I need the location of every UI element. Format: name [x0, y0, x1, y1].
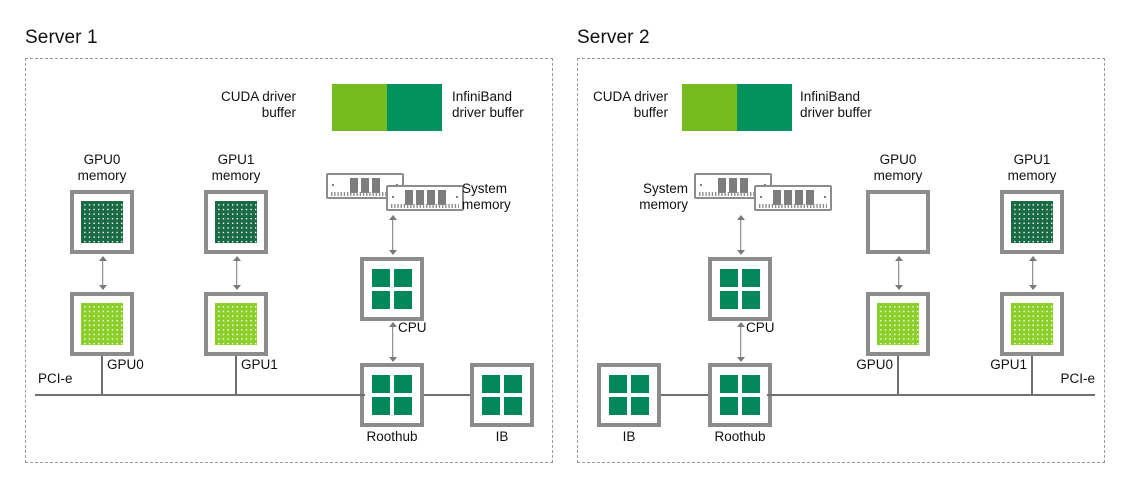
ram-stick-front-s2	[754, 185, 832, 211]
ib-chip-s2	[597, 363, 661, 427]
cpu-die-s2	[720, 269, 760, 309]
cuda-driver-buffer-block-s1	[332, 84, 387, 131]
server-2-title: Server 2	[577, 27, 650, 48]
infiniband-driver-buffer-block-s2	[737, 84, 792, 131]
ib-die-s1	[482, 375, 522, 415]
gpu0-memory-chip-s1	[70, 190, 134, 254]
roothub-chip-s1	[360, 363, 424, 427]
cuda-driver-buffer-block-s2	[682, 84, 737, 131]
gpu0-die-s1	[81, 303, 123, 345]
cpu-chip-s2	[708, 257, 772, 321]
gpu1-memory-link-arrow-s1	[231, 256, 242, 290]
gpu1-pcie-drop-s2	[1031, 356, 1033, 395]
roothub-die-s2	[720, 375, 760, 415]
roothub-die-s1	[372, 375, 412, 415]
gpu0-memory-die-s2	[877, 201, 919, 243]
gpu0-label-s1: GPU0	[107, 357, 144, 372]
cuda-driver-buffer-label-s1: CUDA driver buffer	[220, 89, 296, 120]
system-memory-cpu-arrow-s1	[387, 215, 398, 255]
infiniband-driver-buffer-block-s1	[387, 84, 442, 131]
cpu-chip-s1	[360, 257, 424, 321]
gpu1-memory-chip-s2	[1000, 190, 1064, 254]
roothub-ib-link-s1	[424, 394, 470, 396]
gpu0-chip-s2	[866, 292, 930, 356]
cpu-roothub-arrow-s1	[387, 322, 398, 362]
gpu1-memory-label-s2: GPU1 memory	[1007, 152, 1057, 183]
pcie-label-s1: PCI-e	[38, 371, 73, 386]
gpu1-pcie-drop-s1	[235, 356, 237, 395]
gpu0-memory-link-arrow-s1	[97, 256, 108, 290]
server-1-boundary	[25, 58, 553, 463]
infiniband-driver-buffer-label-s1: InfiniBand driver buffer	[452, 89, 524, 120]
gpu1-label-s1: GPU1	[241, 357, 278, 372]
gpu1-memory-link-arrow-s2	[1027, 256, 1038, 290]
driver-buffer-blocks-s2	[682, 84, 792, 131]
gpu0-memory-link-arrow-s2	[893, 256, 904, 290]
pcie-bus-s2	[767, 394, 1095, 396]
system-memory-label-s1: System memory	[462, 181, 511, 212]
gpu1-memory-chip-s1	[204, 190, 268, 254]
pcie-label-s2: PCI-e	[1060, 371, 1095, 386]
roothub-chip-s2	[708, 363, 772, 427]
ram-stick-front-s1	[386, 185, 464, 211]
server-1-title: Server 1	[25, 27, 98, 48]
system-memory-sticks-s1	[326, 173, 464, 215]
chip-notch-bottom	[94, 250, 110, 254]
driver-buffer-blocks-s1	[332, 84, 442, 131]
gpu0-pcie-drop-s2	[897, 356, 899, 395]
cpu-roothub-arrow-s2	[735, 322, 746, 362]
ib-chip-s1	[470, 363, 534, 427]
cpu-die-s1	[372, 269, 412, 309]
ib-die-s2	[609, 375, 649, 415]
system-memory-label-s2: System memory	[639, 181, 688, 212]
chip-notch-right	[130, 214, 134, 230]
system-memory-cpu-arrow-s2	[735, 215, 746, 255]
gpu0-memory-label-s1: GPU0 memory	[77, 152, 127, 183]
gpu1-die-s1	[215, 303, 257, 345]
roothub-label-s2: Roothub	[714, 429, 766, 444]
roothub-label-s1: Roothub	[366, 429, 418, 444]
ib-label-s1: IB	[495, 429, 509, 444]
pcie-bus-s1	[35, 394, 365, 396]
infiniband-driver-buffer-label-s2: InfiniBand driver buffer	[800, 89, 872, 120]
cuda-driver-buffer-label-s2: CUDA driver buffer	[592, 89, 668, 120]
gpu0-memory-die-s1	[81, 201, 123, 243]
gpu0-chip-s1	[70, 292, 134, 356]
cpu-label-s2: CPU	[746, 320, 775, 335]
gpu1-memory-label-s1: GPU1 memory	[211, 152, 261, 183]
gpu1-chip-s1	[204, 292, 268, 356]
gpu1-die-s2	[1011, 303, 1053, 345]
gpu1-memory-die-s2	[1011, 201, 1053, 243]
cpu-label-s1: CPU	[398, 320, 427, 335]
chip-notch-top	[94, 190, 110, 194]
gpu0-label-s2: GPU0	[856, 357, 893, 372]
gpu0-memory-chip-s2	[866, 190, 930, 254]
gpu1-chip-s2	[1000, 292, 1064, 356]
chip-notch-left	[70, 214, 74, 230]
gpu1-memory-die-s1	[215, 201, 257, 243]
ib-roothub-link-s2	[661, 394, 708, 396]
server-2-boundary	[577, 58, 1105, 463]
gpu1-label-s2: GPU1	[990, 357, 1027, 372]
gpu0-memory-label-s2: GPU0 memory	[873, 152, 923, 183]
ib-label-s2: IB	[622, 429, 636, 444]
gpu0-pcie-drop-s1	[101, 356, 103, 395]
gpu0-die-s2	[877, 303, 919, 345]
system-memory-sticks-s2	[694, 173, 832, 215]
